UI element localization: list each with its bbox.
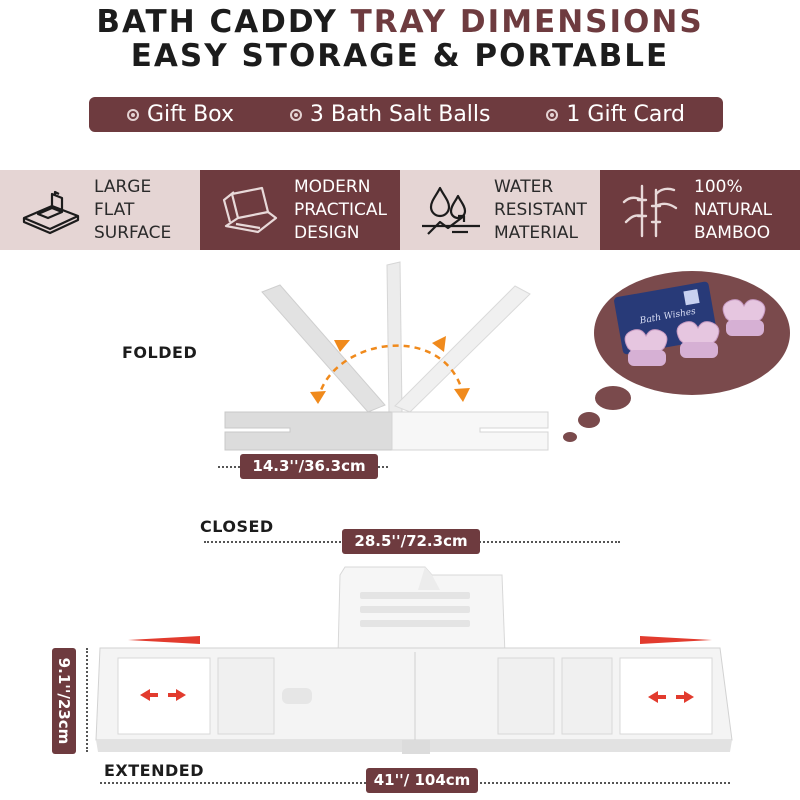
folded-width-tag: 14.3''/36.3cm <box>240 454 378 479</box>
arrow-right-red <box>640 636 712 644</box>
feature-line: RESISTANT <box>494 199 587 220</box>
flat-surface-icon <box>22 190 80 235</box>
label-folded: FOLDED <box>122 343 198 362</box>
feature-line: LARGE <box>94 176 152 197</box>
feature-modern-design: MODERN PRACTICAL DESIGN <box>200 170 400 250</box>
label-closed: CLOSED <box>200 517 274 536</box>
included-items-banner: Gift Box 3 Bath Salt Balls 1 Gift Card <box>89 97 723 132</box>
feature-line: MATERIAL <box>494 222 579 243</box>
bullet-icon <box>126 108 139 121</box>
feature-water-resistant: WATER RESISTANT MATERIAL <box>400 170 600 250</box>
height-tag-label: 9.1''/23cm <box>55 657 73 745</box>
arrow-left-red <box>128 636 200 644</box>
included-item-label: Gift Box <box>146 102 234 127</box>
gift-bubble: Bath Wishes <box>563 271 790 442</box>
arrow-head <box>432 336 446 352</box>
feature-band: LARGE FLAT SURFACE MODERN PRACTICAL DESI… <box>0 170 800 250</box>
feature-line: BAMBOO <box>694 222 771 243</box>
page-title-line1: BATH CADDY TRAY DIMENSIONS <box>0 4 800 40</box>
height-tag: 9.1''/23cm <box>52 648 76 754</box>
included-item: 1 Gift Card <box>546 102 685 127</box>
bamboo-icon <box>622 184 678 238</box>
page-title-line2: EASY STORAGE & PORTABLE <box>130 38 670 74</box>
included-item-label: 3 Bath Salt Balls <box>309 102 491 127</box>
feature-line: NATURAL <box>694 199 773 220</box>
extended-width-tag: 41''/ 104cm <box>366 768 478 793</box>
feature-line: 100% <box>694 176 743 197</box>
feature-line: WATER <box>494 176 554 197</box>
arrow-head <box>334 340 350 352</box>
bullet-icon <box>289 108 302 121</box>
extended-caddy-diagram <box>95 566 733 754</box>
feature-line: FLAT <box>94 199 135 220</box>
feature-bamboo: 100% NATURAL BAMBOO <box>600 170 800 250</box>
folded-caddy-diagram <box>224 261 549 451</box>
label-extended: EXTENDED <box>104 761 204 780</box>
included-item: 3 Bath Salt Balls <box>289 102 491 127</box>
included-item-label: 1 Gift Card <box>566 102 686 127</box>
laptop-icon <box>222 186 278 234</box>
title-part2: TRAY DIMENSIONS <box>350 4 704 40</box>
feature-line: MODERN <box>294 176 371 197</box>
title-part1: BATH CADDY <box>96 4 338 40</box>
feature-line: PRACTICAL <box>294 199 387 220</box>
height-dimension-line <box>86 648 88 752</box>
bullet-icon <box>546 108 559 121</box>
feature-flat-surface: LARGE FLAT SURFACE <box>0 170 200 250</box>
feature-line: SURFACE <box>94 222 172 243</box>
included-item: Gift Box <box>126 102 234 127</box>
arrow-head <box>454 388 470 402</box>
water-drops-icon <box>422 186 480 235</box>
arrow-head <box>310 391 326 404</box>
closed-width-tag: 28.5''/72.3cm <box>342 529 480 554</box>
feature-line: DESIGN <box>294 222 360 243</box>
